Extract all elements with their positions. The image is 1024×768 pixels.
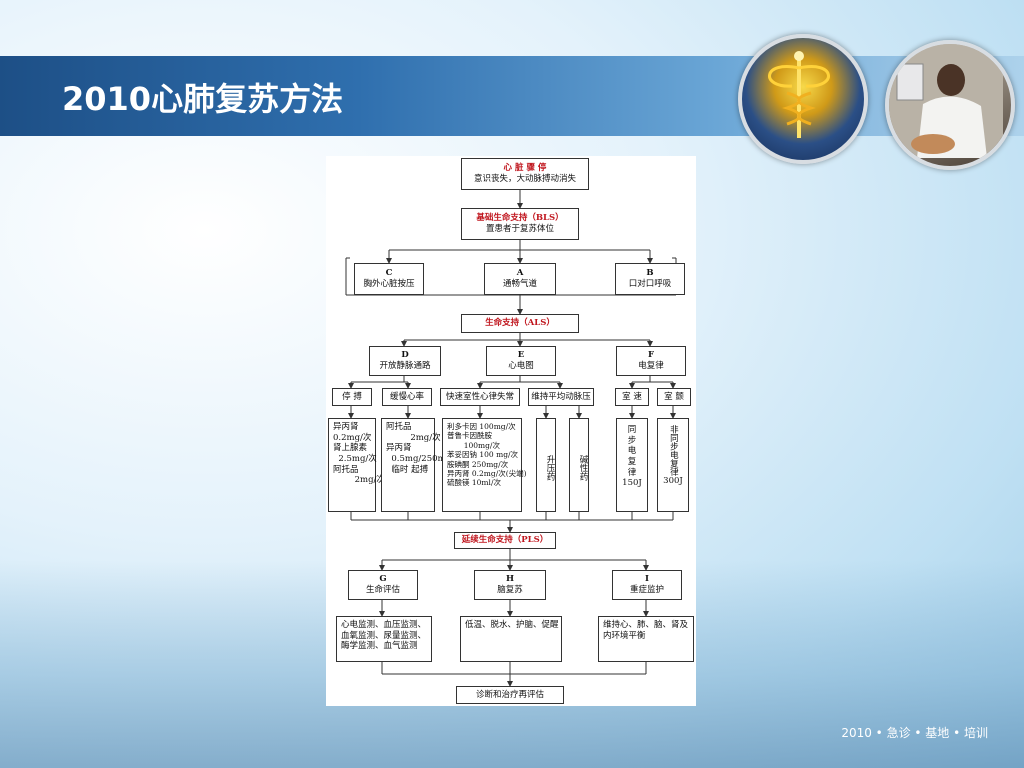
node-bls: 基础生命支持（BLS） 置患者于复苏体位: [461, 208, 579, 240]
node-vt: 室 速: [615, 388, 649, 406]
node-vt-synchronized: 同 步 电 复 律 150J: [616, 418, 648, 512]
node-c-compression: C 胸外心脏按压: [354, 263, 424, 295]
node-reassessment: 诊断和治疗再评估: [456, 686, 564, 704]
node-d-iv-access: D 开放静脉通路: [369, 346, 441, 376]
drug-list-asystole: 异丙肾 0.2mg/次 肾上腺素 2.5mg/次 阿托品 2mg/次: [328, 418, 385, 512]
node-i-balance: 维持心、肺、脑、肾及 内环境平衡: [598, 616, 694, 662]
node-als: 生命支持（ALS）: [461, 314, 579, 333]
node-alkali: 碱性药: [569, 418, 589, 512]
node-maintain-map: 维持平均动脉压: [528, 388, 594, 406]
drug-list-antiarrhythmic: 利多卡因 100mg/次 普鲁卡因酰胺 100mg/次 苯妥因钠 100 mg/…: [442, 418, 527, 512]
node-g-monitoring: 心电监测、血压监测、 血氧监测、尿量监测、 酶学监测、血气监测: [336, 616, 432, 662]
node-e-ecg: E 心电图: [486, 346, 556, 376]
node-cardiac-arrest: 心 脏 骤 停 意识丧失，大动脉搏动消失: [461, 158, 589, 190]
paramedic-photo: [885, 40, 1015, 170]
node-i-icu: I 重症监护: [612, 570, 682, 600]
node-f-defibrillation: F 电复律: [616, 346, 686, 376]
node-vasopressor: 升压药: [536, 418, 556, 512]
caduceus-icon: [738, 34, 868, 164]
node-pls: 延续生命支持（PLS）: [454, 532, 556, 549]
node-asystole: 停 搏: [332, 388, 372, 406]
node-b-breathing: B 口对口呼吸: [615, 263, 685, 295]
node-vf-unsynchronized: 非同步电复律 300J: [657, 418, 689, 512]
drug-list-bradycardia: 阿托品 2mg/次 异丙肾 0.5mg/250ml 临时 起搏: [381, 418, 448, 512]
cpr-flowchart-image: 心 脏 骤 停 意识丧失，大动脉搏动消失 基础生命支持（BLS） 置患者于复苏体…: [326, 156, 696, 706]
slide-title: 2010心肺复苏方法: [62, 80, 344, 118]
node-g-assessment: G 生命评估: [348, 570, 418, 600]
node-ventricular-arrhythmia: 快速室性心律失常: [440, 388, 520, 406]
node-h-treatment: 低温、脱水、护脑、促醒: [460, 616, 562, 662]
node-vf: 室 颤: [657, 388, 691, 406]
node-bradycardia: 缓慢心率: [382, 388, 432, 406]
slide-footer: 2010 • 急诊 • 基地 • 培训: [841, 726, 988, 740]
node-h-cerebral: H 脑复苏: [474, 570, 546, 600]
node-a-airway: A 通畅气道: [484, 263, 556, 295]
